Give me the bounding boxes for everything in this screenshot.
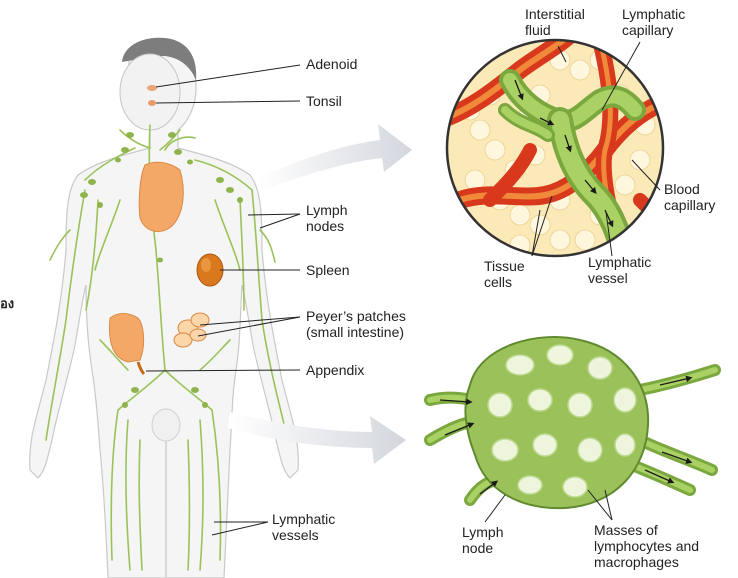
label-interstitial-line1: Interstitial — [525, 6, 585, 22]
label-tissue-line2: cells — [484, 274, 525, 290]
pointer-arrow-lower — [228, 412, 406, 464]
label-appendix: Appendix — [306, 362, 364, 378]
label-lymphatic-capillary: Lymphatic capillary — [622, 6, 685, 38]
label-lymph-node: Lymph node — [462, 524, 504, 556]
face — [120, 54, 180, 130]
label-lymph-nodes-line1: Lymph — [306, 202, 348, 218]
lymph-node-illustration — [430, 337, 715, 508]
label-masses: Masses of lymphocytes and macrophages — [594, 522, 699, 570]
label-masses-line1: Masses of — [594, 522, 699, 538]
tonsil-spot — [148, 100, 156, 106]
label-lymphatic-vessels: Lymphatic vessels — [272, 511, 335, 543]
label-tonsil: Tonsil — [306, 93, 342, 109]
label-lymph-cap-line1: Lymphatic — [622, 6, 685, 22]
adenoid-spot — [147, 85, 157, 91]
label-lymph-nodes: Lymph nodes — [306, 202, 348, 234]
label-lymphatic-vessel: Lymphatic vessel — [588, 254, 651, 286]
label-lymph-node-line1: Lymph — [462, 524, 504, 540]
label-interstitial-line2: fluid — [525, 22, 585, 38]
label-lymph-node-line2: node — [462, 540, 504, 556]
label-adenoid: Adenoid — [306, 56, 357, 72]
label-lymph-vessel-line1: Lymphatic — [588, 254, 651, 270]
label-interstitial-fluid: Interstitial fluid — [525, 6, 585, 38]
label-masses-line3: macrophages — [594, 554, 699, 570]
label-tissue-cells: Tissue cells — [484, 258, 525, 290]
label-peyers-line2: (small intestine) — [306, 324, 406, 340]
label-blood-capillary: Blood capillary — [664, 181, 715, 213]
spleen-highlight — [201, 258, 211, 272]
label-blood-cap-line1: Blood — [664, 181, 715, 197]
capillary-closeup — [440, 30, 670, 260]
label-blood-cap-line2: capillary — [664, 197, 715, 213]
pointer-arrow-upper — [258, 124, 412, 190]
label-lymphatic-vessels-line2: vessels — [272, 527, 335, 543]
label-lymph-cap-line2: capillary — [622, 22, 685, 38]
label-lymph-vessel-line2: vessel — [588, 270, 651, 286]
label-lymph-nodes-line2: nodes — [306, 218, 348, 234]
label-tissue-line1: Tissue — [484, 258, 525, 274]
label-spleen: Spleen — [306, 262, 350, 278]
human-body-figure — [30, 38, 299, 578]
label-peyers-patches: Peyer’s patches (small intestine) — [306, 308, 406, 340]
label-lymphatic-vessels-line1: Lymphatic — [272, 511, 335, 527]
spleen-organ — [197, 254, 223, 286]
edge-text-fragment: อง — [0, 296, 14, 312]
label-masses-line2: lymphocytes and — [594, 538, 699, 554]
label-peyers-line1: Peyer’s patches — [306, 308, 406, 324]
groin — [152, 409, 180, 441]
